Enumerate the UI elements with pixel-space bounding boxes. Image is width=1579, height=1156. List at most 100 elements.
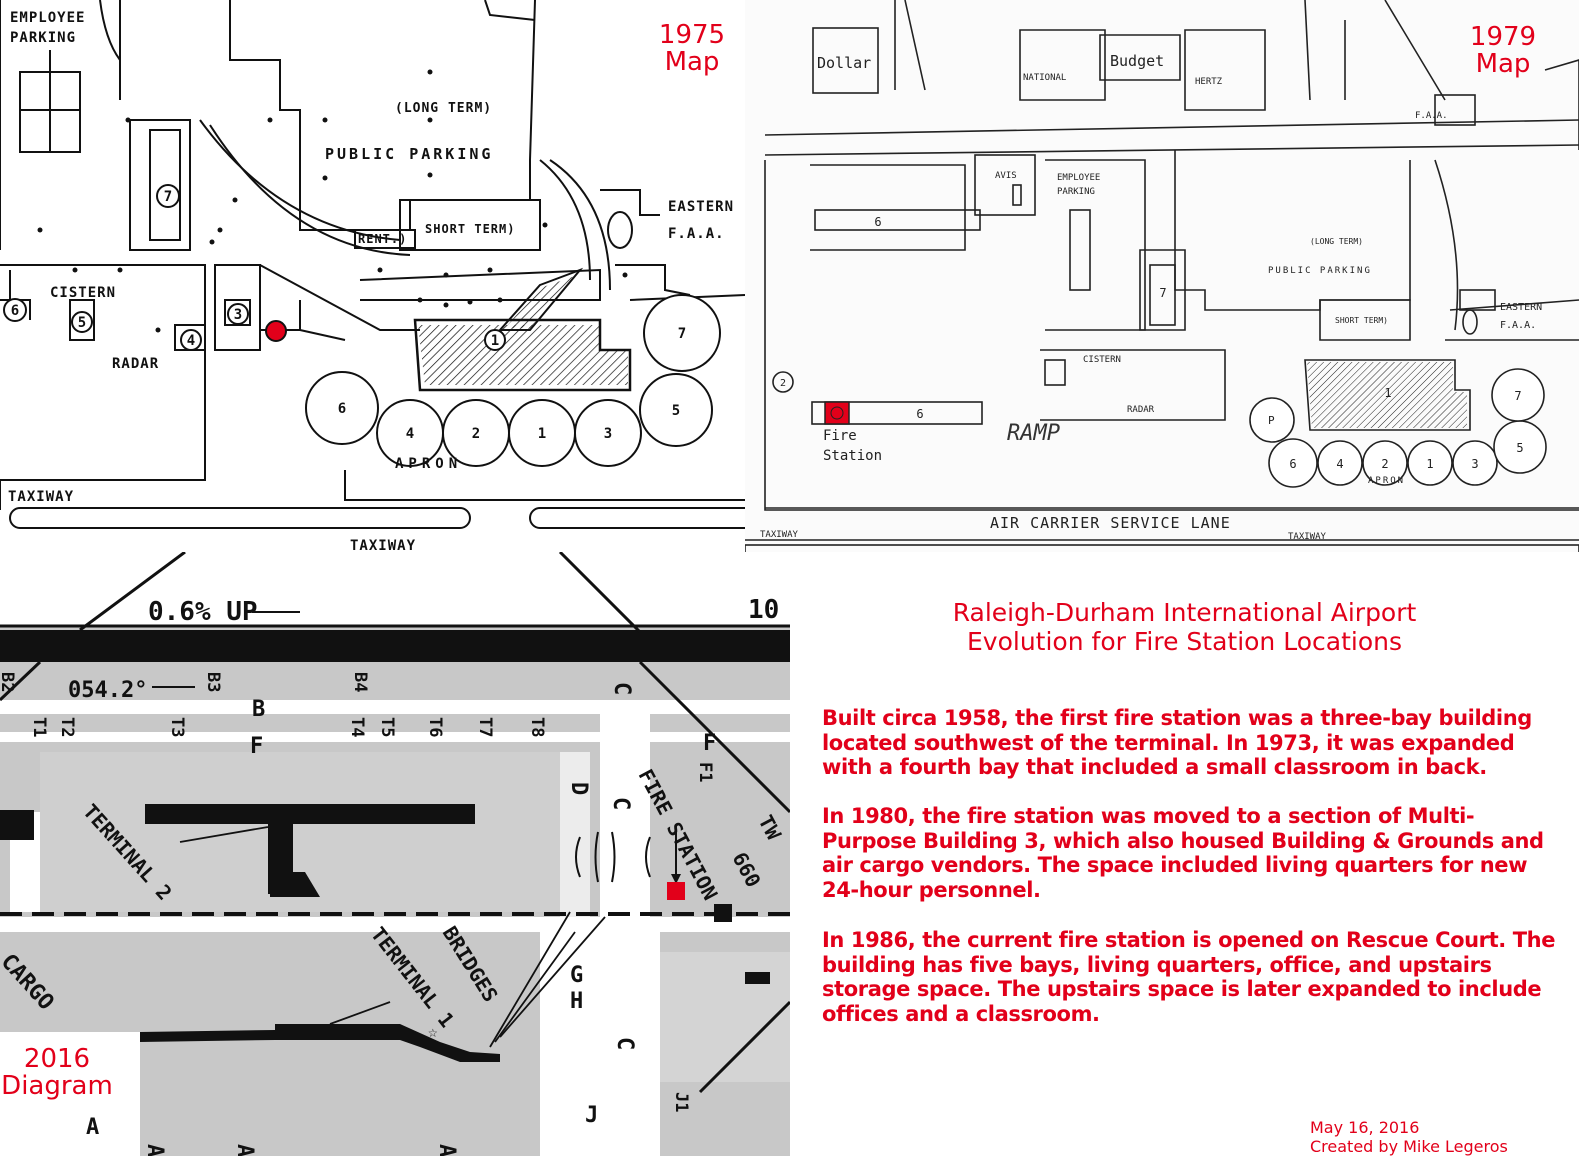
label-p: P <box>1268 414 1275 427</box>
building-3-marker <box>227 303 249 325</box>
label-employee-1979-2: PARKING <box>1057 187 1095 197</box>
marker-b2: B2 <box>0 672 17 692</box>
label-air-carrier: AIR CARRIER SERVICE LANE <box>990 514 1231 532</box>
gate-1979-1 <box>1407 440 1453 486</box>
credit-author: Created by Mike Legeros <box>1310 1137 1508 1156</box>
svg-text:1: 1 <box>538 426 546 442</box>
svg-text:6: 6 <box>1289 457 1296 471</box>
svg-text:5: 5 <box>672 403 680 419</box>
marker-t3: T3 <box>167 717 187 737</box>
taxi-letter-a1: A <box>86 1115 99 1140</box>
label-budget: Budget <box>1110 52 1164 70</box>
label-ramp: RAMP <box>1007 421 1060 446</box>
label-avis: AVIS <box>995 171 1017 181</box>
svg-text:6: 6 <box>916 407 923 421</box>
svg-text:1: 1 <box>491 333 499 349</box>
paragraph-1986: In 1986, the current fire station is ope… <box>822 928 1556 1026</box>
p-circle <box>1249 397 1295 443</box>
svg-text:7: 7 <box>164 189 172 205</box>
taxi-letter-j: J <box>585 1103 598 1128</box>
label-employee-1979-1: EMPLOYEE <box>1057 173 1100 183</box>
label-hundred: 10 <box>748 595 779 625</box>
marker-f1: F1 <box>695 762 715 782</box>
taxi-letter-b: B <box>252 697 265 722</box>
svg-text:3: 3 <box>604 426 612 442</box>
marker-t4: T4 <box>347 717 367 737</box>
map-1975: 7 6 5 3 4 1 6 4 2 1 3 5 7 EMPLOYEE PARKI… <box>0 0 745 552</box>
marker-b3: B3 <box>203 672 223 692</box>
gate-circle-3 <box>574 399 642 467</box>
label-short-term: SHORT TERM) <box>425 222 515 236</box>
marker-t1: T1 <box>29 717 49 737</box>
marker-t6: T6 <box>425 717 445 737</box>
building-5-marker <box>71 311 93 333</box>
svg-text:7: 7 <box>1159 286 1166 300</box>
label-faa-top: F.A.A. <box>1415 111 1448 121</box>
gate-circle-6 <box>305 371 379 445</box>
taxi-letter-d: D <box>566 782 591 795</box>
svg-text:5: 5 <box>1516 441 1523 455</box>
marker-b4: B4 <box>350 672 370 692</box>
marker-j1: J1 <box>671 1092 691 1112</box>
map-1979-drawing: 6 6 7 1 6 4 2 1 3 5 7 2 Dollar Budget NA… <box>745 0 1579 552</box>
label-apron-1979: APRON <box>1368 476 1405 486</box>
svg-text:6: 6 <box>338 401 346 417</box>
taxi-letter-a4: A <box>434 1144 459 1156</box>
taxi-letter-f: F <box>250 734 263 759</box>
label-taxiway-1979-r: TAXIWAY <box>1288 532 1327 542</box>
label-employee-1: EMPLOYEE <box>10 10 85 26</box>
year-label-1979: 1979 Map <box>1469 22 1537 80</box>
label-public-parking: PUBLIC PARKING <box>325 145 493 163</box>
fire-station-1979-marker <box>824 401 850 425</box>
gate-1979-2 <box>1362 440 1408 486</box>
svg-text:4: 4 <box>406 426 414 442</box>
gate-circle-5 <box>639 373 713 447</box>
label-faa: F.A.A. <box>668 226 725 242</box>
svg-text:4: 4 <box>187 333 195 349</box>
taxi-letter-c-low: C <box>612 1037 637 1050</box>
label-eastern-1979: EASTERN <box>1500 302 1542 313</box>
svg-text:2: 2 <box>780 378 786 389</box>
fire-station-1975-marker <box>265 320 287 342</box>
svg-text:7: 7 <box>1514 389 1521 403</box>
label-hertz: HERTZ <box>1195 77 1223 87</box>
marker-t8: T8 <box>527 717 547 737</box>
svg-text:2: 2 <box>472 426 480 442</box>
label-radar: RADAR <box>112 356 159 372</box>
paragraph-1980: In 1980, the fire station was moved to a… <box>822 804 1544 902</box>
label-employee-2: PARKING <box>10 30 76 46</box>
gate-1979-3 <box>1452 440 1498 486</box>
svg-text:☆: ☆ <box>428 1022 438 1041</box>
diagram-2016-drawing: ☆ 0.6% UP 054.2° 10 TERMINAL 2 TERMINAL … <box>0 552 790 1156</box>
svg-text:1: 1 <box>1426 457 1433 471</box>
label-grade: 0.6% UP <box>148 597 258 627</box>
svg-text:5: 5 <box>78 315 86 331</box>
svg-text:6: 6 <box>11 303 19 319</box>
diagram-2016: ☆ 0.6% UP 054.2° 10 TERMINAL 2 TERMINAL … <box>0 552 790 1156</box>
label-taxiway: TAXIWAY <box>8 489 74 505</box>
gate-circle-7 <box>643 294 721 372</box>
label-taxiway-1979-l: TAXIWAY <box>760 530 799 540</box>
taxi-letter-a3: A <box>232 1144 257 1156</box>
taxi-letter-a2: A <box>142 1144 167 1156</box>
svg-text:6: 6 <box>874 215 881 229</box>
title-line-2: Evolution for Fire Station Locations <box>967 627 1402 656</box>
gate-1979-4 <box>1317 440 1363 486</box>
label-cistern-1979: CISTERN <box>1083 355 1121 365</box>
label-short-term-1979: SHORT TERM) <box>1335 316 1388 325</box>
svg-text:2: 2 <box>1381 457 1388 471</box>
taxi-letter-f-right: F <box>703 731 716 756</box>
taxi-letter-g: G <box>570 963 583 988</box>
building-6-marker <box>3 298 27 322</box>
building-1-marker <box>484 329 506 351</box>
label-radar-1979: RADAR <box>1127 405 1155 415</box>
paragraph-1958: Built circa 1958, the first fire station… <box>822 706 1532 779</box>
fire-station-2016-marker <box>667 882 685 900</box>
svg-text:7: 7 <box>678 326 686 342</box>
label-long-term: (LONG TERM) <box>395 101 492 116</box>
svg-text:4: 4 <box>1336 457 1343 471</box>
label-public-parking-1979: PUBLIC PARKING <box>1268 266 1372 276</box>
label-long-term-1979: (LONG TERM) <box>1310 237 1363 246</box>
credit-date: May 16, 2016 <box>1310 1118 1420 1137</box>
